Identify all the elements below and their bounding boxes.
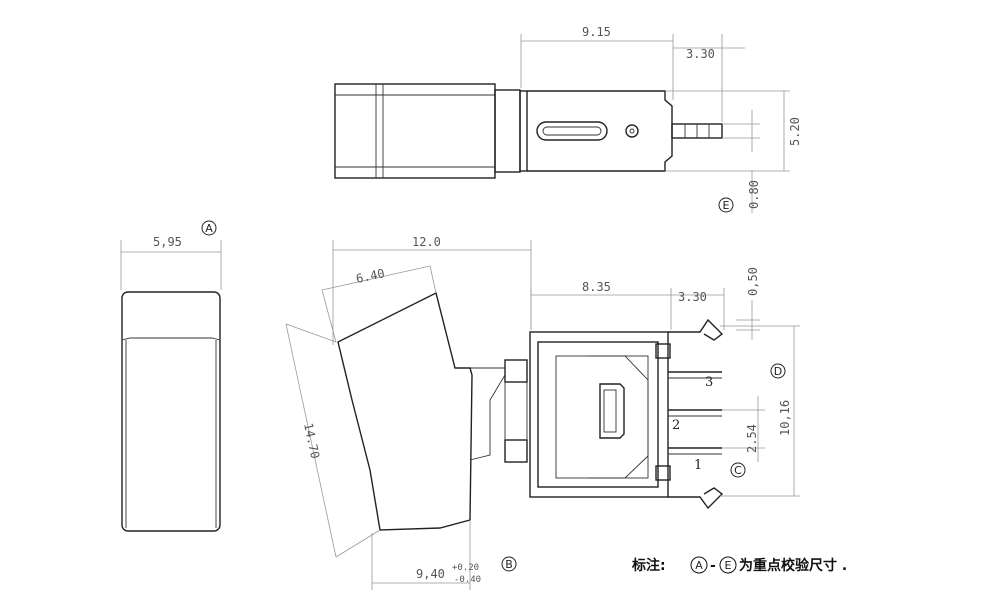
pin-label-1: 1 — [694, 458, 702, 473]
dim-main-8-35: 8.35 — [582, 280, 611, 294]
rocker-actuator — [337, 291, 473, 531]
dim-top-3-30: 3.30 — [686, 47, 715, 61]
note-dash: - — [710, 558, 716, 574]
dim-main-10-16: 10,16 — [778, 400, 792, 436]
contact-slider — [599, 383, 625, 439]
svg-text:B: B — [505, 558, 513, 571]
top-view-slot — [536, 121, 608, 141]
dim-main-2-54: 2.54 — [745, 424, 759, 453]
upper-clip — [668, 318, 724, 341]
dim-main-9-40: 9,40 — [416, 567, 445, 581]
pin-label-2: 2 — [672, 418, 680, 433]
verification-note: 标注: A - E 为重点校验尺寸 . — [631, 556, 847, 574]
dim-main-3-30: 3.30 — [678, 290, 707, 304]
dim-main-12-0: 12.0 — [412, 235, 441, 249]
dim-tol-minus: -0.40 — [454, 575, 481, 585]
marker-e: E — [718, 197, 734, 213]
svg-text:A: A — [205, 222, 213, 235]
lower-clip — [668, 487, 724, 510]
marker-a: A — [201, 220, 217, 236]
marker-c: C — [730, 462, 746, 478]
dim-side-5-95: 5,95 — [153, 235, 182, 249]
svg-text:D: D — [774, 365, 782, 378]
top-view-actuator — [334, 83, 496, 179]
dim-main-14-70: 14.70 — [301, 422, 322, 460]
switch-housing — [529, 331, 669, 498]
dim-main-0-50: 0,50 — [746, 267, 760, 296]
note-label: 标注: — [631, 557, 666, 574]
upper-bushing — [504, 359, 528, 383]
side-view-actuator — [121, 291, 221, 532]
note-text: 为重点校验尺寸 . — [739, 557, 847, 574]
dim-main-6-40: 6.40 — [355, 266, 386, 286]
main-view — [285, 240, 800, 590]
top-view-collar — [494, 89, 521, 173]
side-view — [120, 240, 222, 532]
dim-tol-plus: +0.20 — [452, 563, 479, 573]
note-marker-a: A — [695, 559, 703, 572]
svg-text:C: C — [734, 464, 742, 477]
lower-bushing — [504, 439, 528, 463]
marker-d: D — [770, 363, 786, 379]
dim-top-5-20: 5.20 — [788, 117, 802, 146]
dim-top-0-80: 0.80 — [747, 180, 761, 209]
top-view-housing — [527, 90, 673, 172]
note-marker-e: E — [725, 559, 732, 572]
pin-label-3: 3 — [705, 375, 713, 390]
dim-top-9-15: 9.15 — [582, 25, 611, 39]
top-view — [334, 34, 790, 213]
top-view-hole — [625, 124, 639, 138]
marker-b: B — [501, 556, 517, 572]
svg-text:E: E — [723, 199, 730, 212]
